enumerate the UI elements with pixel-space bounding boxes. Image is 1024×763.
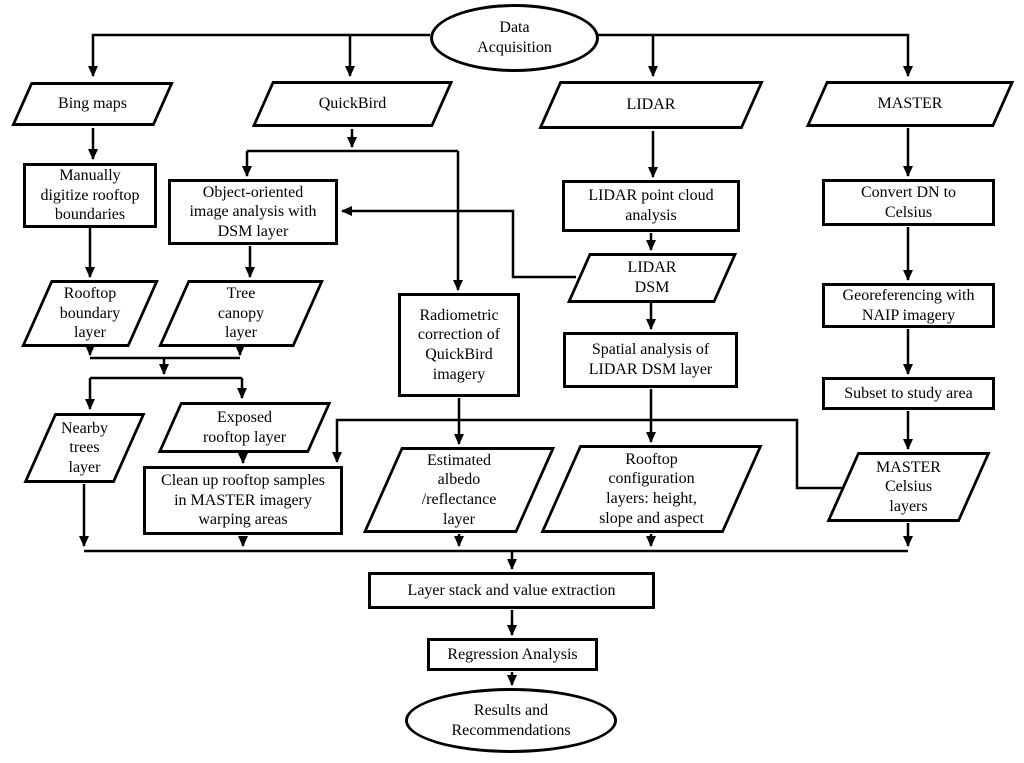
node-cleanup: Clean up rooftop samples in MASTER image… <box>143 466 343 535</box>
node-nearby-trees: Nearby trees layer <box>23 413 146 483</box>
node-radiometric: Radiometric correction of QuickBird imag… <box>398 293 520 397</box>
node-master: MASTER <box>805 81 1015 127</box>
node-bing-maps: Bing maps <box>11 82 174 126</box>
node-estimated-albedo-label: Estimated albedo /reflectance layer <box>421 451 497 528</box>
node-spatial-analysis-label: Spatial analysis of LIDAR DSM layer <box>588 341 713 378</box>
node-layer-stack: Layer stack and value extraction <box>368 572 655 609</box>
node-master-label: MASTER <box>877 95 943 113</box>
node-layer-stack-label: Layer stack and value extraction <box>407 581 616 599</box>
node-bing-maps-label: Bing maps <box>58 95 127 113</box>
node-results: Results and Recommendations <box>405 688 617 753</box>
edge-acquisition-to-master <box>593 33 913 77</box>
node-lidar-point-cloud: LIDAR point cloud analysis <box>562 180 740 232</box>
edge-mastercelsius-to-cleanup <box>332 418 842 490</box>
node-tree-canopy: Tree canopy layer <box>158 280 324 347</box>
edge-acquisition-to-bingmaps <box>88 33 430 77</box>
node-lidar-point-cloud-label: LIDAR point cloud analysis <box>588 187 714 224</box>
node-master-celsius-label: MASTER Celsius layers <box>876 458 941 515</box>
node-spatial-analysis: Spatial analysis of LIDAR DSM layer <box>563 332 738 388</box>
node-data-acquisition: Data Acquisition <box>430 4 599 72</box>
node-nearby-trees-label: Nearby trees layer <box>60 419 109 476</box>
node-cleanup-label: Clean up rooftop samples in MASTER image… <box>161 472 325 529</box>
node-exposed-rooftop: Exposed rooftop layer <box>157 402 332 453</box>
node-rooftop-boundary-label: Rooftop boundary layer <box>59 285 121 342</box>
node-georeferencing-label: Georeferencing with NAIP imagery <box>842 286 975 324</box>
node-manually-digitize: Manually digitize rooftop boundaries <box>23 163 157 228</box>
node-radiometric-label: Radiometric correction of QuickBird imag… <box>417 306 501 383</box>
node-data-acquisition-label: Data Acquisition <box>477 19 552 56</box>
node-results-label: Results and Recommendations <box>451 701 571 739</box>
node-quickbird-label: QuickBird <box>318 95 387 113</box>
node-estimated-albedo: Estimated albedo /reflectance layer <box>362 447 556 533</box>
node-master-celsius: MASTER Celsius layers <box>826 452 991 522</box>
node-tree-canopy-label: Tree canopy layer <box>217 285 265 342</box>
node-rooftop-config-label: Rooftop configuration layers: height, sl… <box>599 450 704 527</box>
node-lidar: LIDAR <box>538 81 764 129</box>
node-georeferencing: Georeferencing with NAIP imagery <box>822 283 995 328</box>
node-exposed-rooftop-label: Exposed rooftop layer <box>202 408 287 446</box>
node-quickbird: QuickBird <box>251 81 454 127</box>
node-manually-digitize-label: Manually digitize rooftop boundaries <box>40 167 140 224</box>
node-rooftop-boundary: Rooftop boundary layer <box>21 280 159 347</box>
node-lidar-dsm-label: LIDAR DSM <box>627 259 677 296</box>
node-lidar-dsm: LIDAR DSM <box>566 253 738 303</box>
node-object-oriented-label: Object-oriented image analysis with DSM … <box>189 183 317 240</box>
node-regression-label: Regression Analysis <box>447 645 578 663</box>
node-convert-dn-label: Convert DN to Celsius <box>860 183 957 221</box>
node-rooftop-config: Rooftop configuration layers: height, sl… <box>540 445 763 533</box>
node-subset-label: Subset to study area <box>844 384 973 402</box>
node-subset: Subset to study area <box>822 377 995 410</box>
node-regression: Regression Analysis <box>427 638 598 671</box>
node-object-oriented: Object-oriented image analysis with DSM … <box>168 179 338 245</box>
edge-lidardsm-to-objectoriented <box>341 206 576 279</box>
node-lidar-label: LIDAR <box>626 96 676 114</box>
node-convert-dn: Convert DN to Celsius <box>822 179 995 226</box>
